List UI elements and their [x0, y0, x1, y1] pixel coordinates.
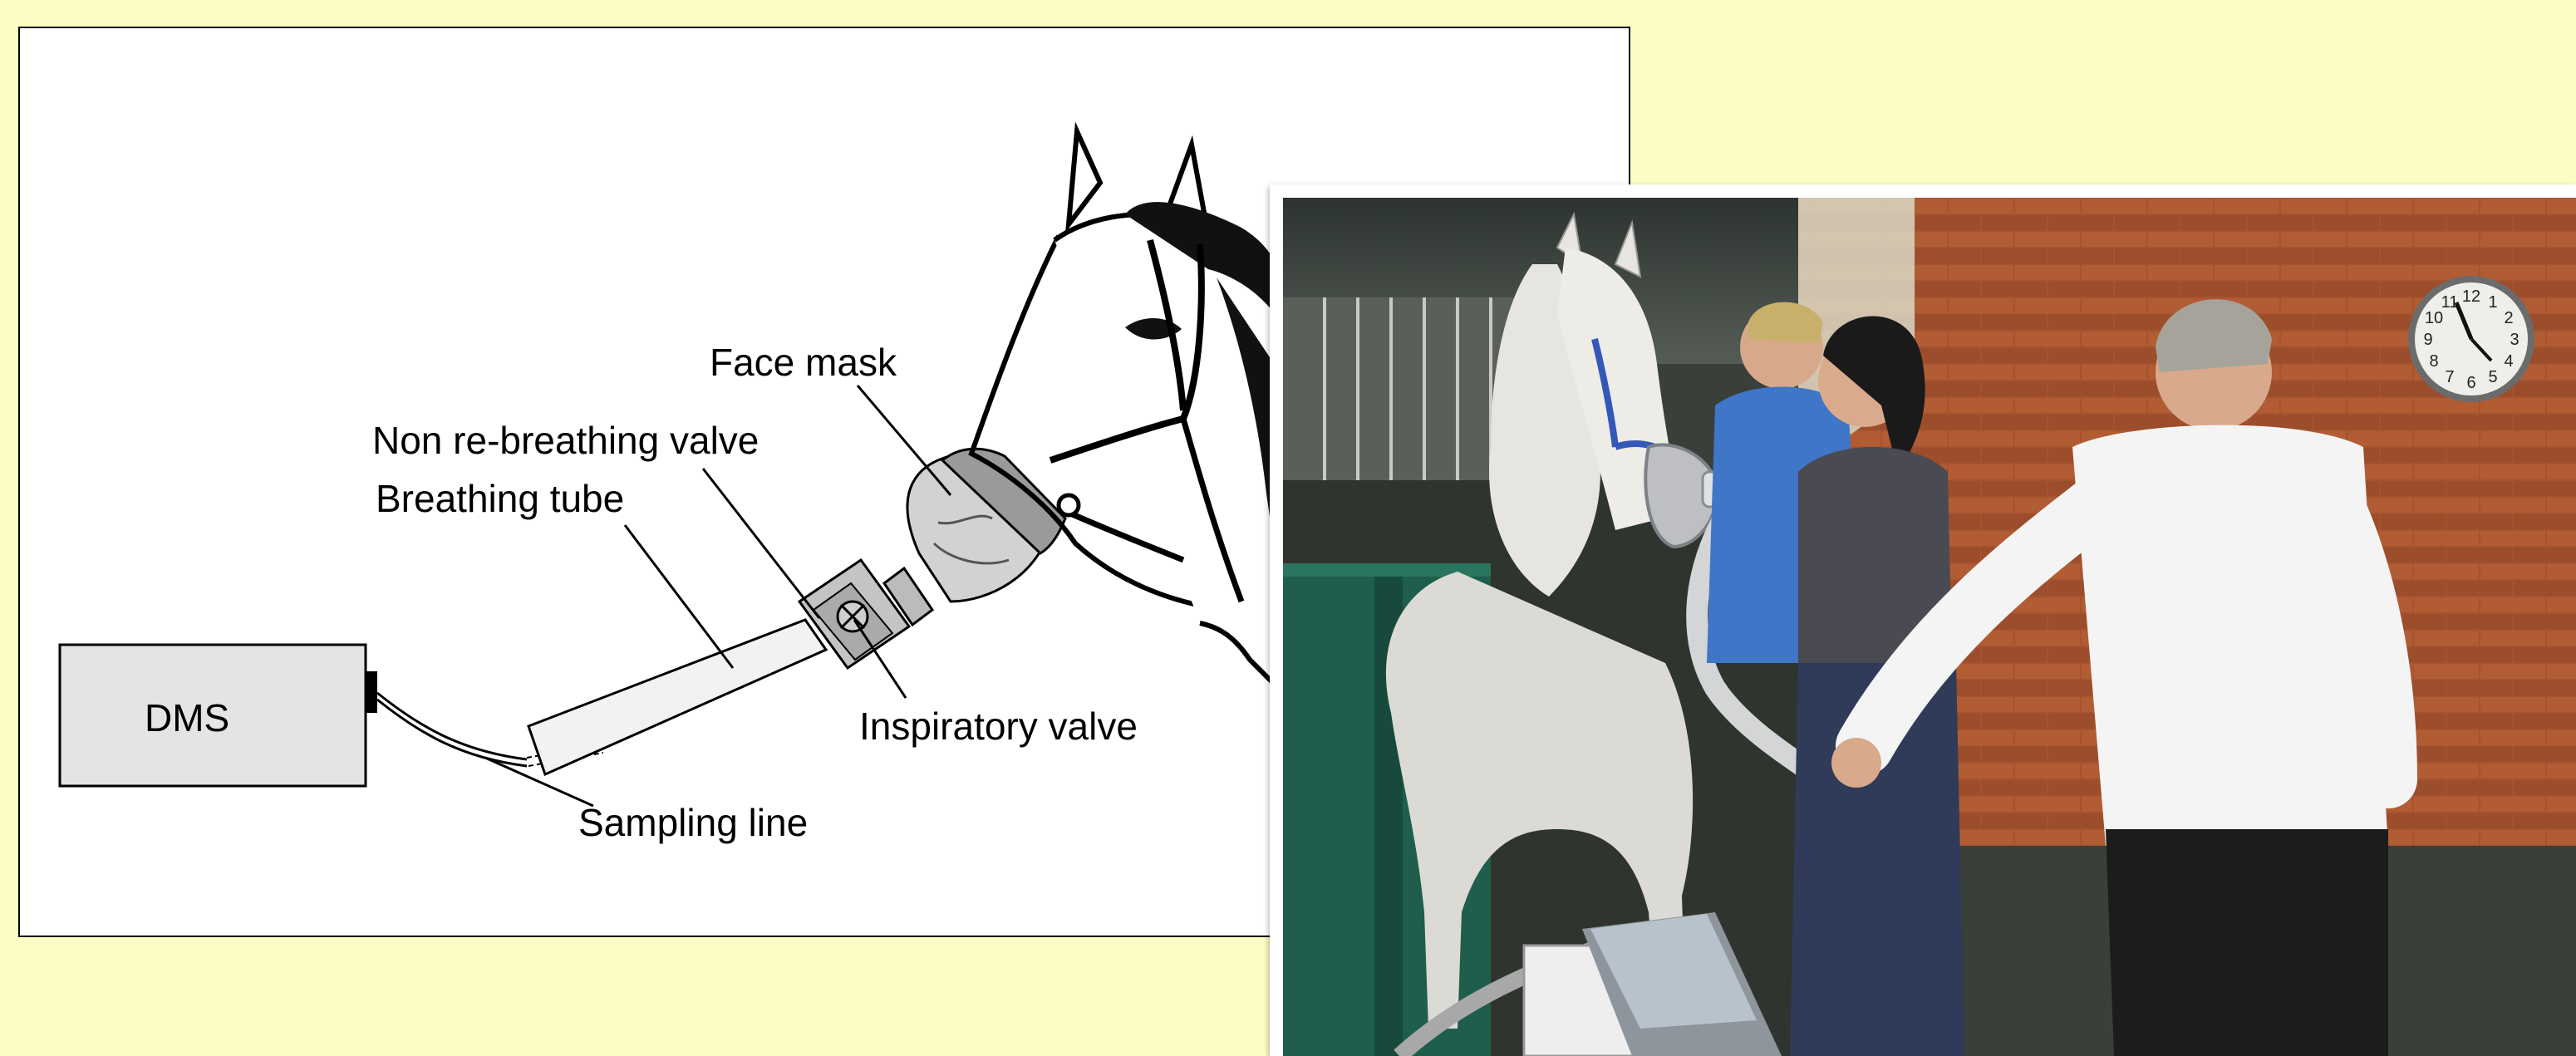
dms-label: DMS	[145, 696, 229, 739]
clock-numeral: 5	[2488, 368, 2497, 386]
photo-panel: 12 12 3 45678 9 1011	[1270, 184, 2576, 1056]
inspiratory-valve-label: Inspiratory valve	[859, 705, 1138, 748]
non-rebreathing-valve-label: Non re-breathing valve	[372, 419, 759, 462]
face-mask-label: Face mask	[710, 341, 897, 384]
clock-numeral: 12	[2462, 287, 2480, 306]
clock-numeral: 2	[2504, 309, 2513, 327]
clock-numeral: 11	[2441, 293, 2459, 312]
breathing-tube-label: Breathing tube	[376, 477, 624, 520]
clock-numeral: 8	[2429, 352, 2438, 371]
clock-numeral: 7	[2445, 368, 2454, 386]
clock-numeral: 10	[2425, 309, 2443, 327]
clock-numeral: 3	[2510, 331, 2519, 349]
horse-head	[971, 131, 1283, 693]
dms-unit: DMS	[60, 645, 377, 786]
clock-numeral: 4	[2504, 352, 2513, 371]
clock-numeral: 1	[2488, 293, 2497, 312]
clock-numeral: 6	[2466, 374, 2475, 392]
breathing-tube	[528, 620, 826, 774]
photo-canvas: 12 12 3 45678 9 1011	[1283, 198, 2576, 1056]
clock-numeral: 9	[2423, 331, 2432, 349]
wall-clock: 12 12 3 45678 9 1011	[2411, 279, 2531, 399]
sampling-line-label: Sampling line	[578, 801, 808, 844]
